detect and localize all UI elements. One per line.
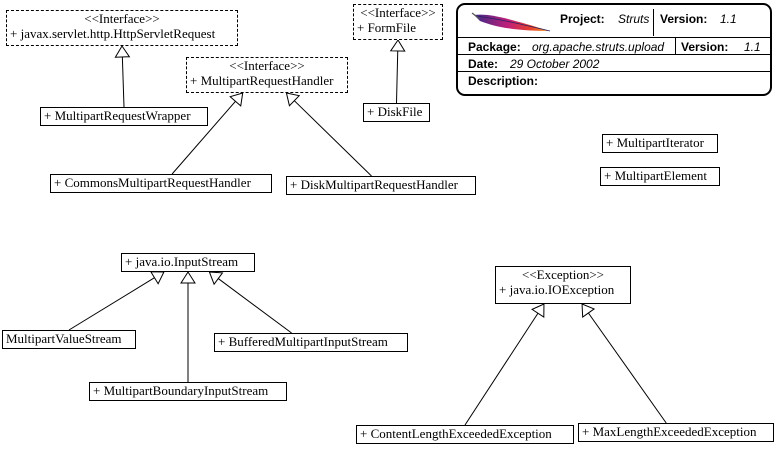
class-name: + DiskMultipartRequestHandler: [290, 177, 458, 192]
class-disk-multipart-request-handler[interactable]: + DiskMultipartRequestHandler: [286, 176, 476, 195]
relation-line: [68, 277, 155, 331]
class-name: + CommonsMultipartRequestHandler: [54, 175, 251, 190]
class-name: + MultipartBoundaryInputStream: [93, 383, 269, 398]
class-name: + FormFile: [357, 20, 416, 35]
class-disk-file[interactable]: + DiskFile: [363, 103, 430, 122]
inheritance-arrowhead: [229, 92, 244, 107]
class-max-length-exceeded-exception[interactable]: + MaxLengthExceededException: [578, 423, 774, 442]
relation-line: [217, 278, 292, 334]
package-label: Package:: [468, 40, 521, 54]
class-name: + MultipartElement: [604, 168, 708, 183]
inheritance-arrowhead: [389, 39, 406, 52]
class-multipart-request-handler[interactable]: <<Interface>> + MultipartRequestHandler: [186, 57, 348, 93]
class-content-length-exceeded-exception[interactable]: + ContentLengthExceededException: [356, 425, 574, 444]
class-io-exception[interactable]: <<Exception>> + java.io.IOException: [495, 266, 631, 304]
title-block: Project: Struts Version: 1.1 Package: or…: [456, 3, 772, 96]
version-label: Version:: [660, 12, 708, 26]
inheritance-arrowhead: [149, 271, 165, 285]
relation-line: [396, 50, 399, 104]
class-name: + DiskFile: [367, 104, 423, 119]
class-buffered-multipart-input-stream[interactable]: + BufferedMultipartInputStream: [214, 333, 408, 352]
inheritance-arrowhead: [285, 92, 301, 107]
apache-feather-logo-icon: [471, 12, 551, 32]
description-label: Description:: [468, 74, 539, 88]
relation-line: [121, 56, 125, 108]
class-form-file[interactable]: <<Interface>> + FormFile: [353, 4, 443, 40]
package-version-label: Version:: [681, 40, 729, 54]
class-multipart-boundary-input-stream[interactable]: + MultipartBoundaryInputStream: [89, 382, 287, 401]
stereotype-label: <<Interface>>: [84, 11, 160, 26]
stereotype-label: <<Interface>>: [360, 5, 436, 20]
version-value: 1.1: [720, 12, 737, 26]
class-name: + MultipartRequestHandler: [190, 73, 334, 88]
inheritance-arrowhead: [531, 303, 545, 318]
package-value: org.apache.struts.upload: [532, 40, 665, 54]
class-name: + MultipartIterator: [606, 135, 704, 150]
class-name: + BufferedMultipartInputStream: [218, 334, 388, 349]
class-multipart-iterator[interactable]: + MultipartIterator: [602, 134, 718, 153]
class-name: + javax.servlet.http.HttpServletRequest: [10, 26, 216, 41]
inheritance-arrowhead: [208, 271, 224, 286]
class-name: + MaxLengthExceededException: [582, 424, 757, 439]
class-name: + java.io.InputStream: [125, 254, 239, 269]
inheritance-arrowhead: [581, 303, 596, 318]
class-name: + MultipartRequestWrapper: [44, 108, 191, 123]
class-multipart-element[interactable]: + MultipartElement: [600, 167, 720, 186]
class-input-stream[interactable]: + java.io.InputStream: [121, 253, 255, 272]
relation-line: [587, 312, 667, 424]
date-value: 29 October 2002: [510, 57, 600, 71]
package-version-value: 1.1: [744, 40, 761, 54]
stereotype-label: <<Exception>>: [521, 267, 605, 282]
relation-line: [293, 100, 372, 177]
class-name: + java.io.IOException: [499, 282, 615, 297]
relation-line: [464, 312, 539, 426]
class-multipart-value-stream[interactable]: MultipartValueStream: [2, 330, 136, 349]
project-value: Struts: [618, 12, 650, 26]
class-multipart-request-wrapper[interactable]: + MultipartRequestWrapper: [40, 107, 208, 126]
stereotype-label: <<Interface>>: [229, 58, 305, 73]
date-label: Date:: [468, 57, 499, 71]
project-label: Project:: [560, 12, 605, 26]
class-name: MultipartValueStream: [6, 331, 122, 346]
class-name: + ContentLengthExceededException: [360, 426, 552, 441]
class-commons-multipart-request-handler[interactable]: + CommonsMultipartRequestHandler: [50, 174, 272, 193]
class-http-servlet-request[interactable]: <<Interface>> + javax.servlet.http.HttpS…: [6, 10, 238, 46]
relation-line: [171, 100, 236, 175]
inheritance-arrowhead: [180, 271, 196, 284]
inheritance-arrowhead: [114, 45, 131, 58]
